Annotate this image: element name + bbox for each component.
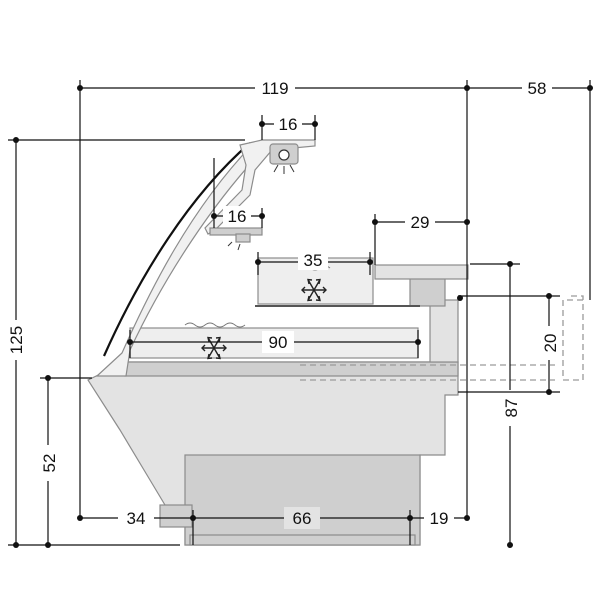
dim-dot: [507, 261, 513, 267]
dim-dot: [415, 339, 421, 345]
dim-dot: [407, 515, 413, 521]
lower-lamp-rays: [227, 241, 241, 251]
rear-counter: [429, 299, 459, 363]
dim-dot: [255, 259, 261, 265]
label-bg: [284, 507, 320, 529]
dim-dot: [77, 515, 83, 521]
cabinet-base: [184, 454, 421, 546]
cabinet-foot: [189, 534, 416, 546]
dim-dot: [464, 219, 470, 225]
label-bg: [539, 326, 561, 360]
dim-dot: [546, 389, 552, 395]
label-bg: [38, 445, 60, 481]
upper-shelf-width-label: 35: [304, 251, 323, 270]
dim-dot: [546, 293, 552, 299]
dim-dot: [259, 121, 265, 127]
dim-dot: [507, 542, 513, 548]
front-height-label: 52: [40, 454, 59, 473]
dim-dot: [464, 515, 470, 521]
glass-pane: [102, 142, 251, 357]
dim-dot: [211, 213, 217, 219]
label-bg: [223, 206, 251, 226]
base-width-label: 66: [293, 509, 312, 528]
dim-dot: [77, 85, 83, 91]
rear-overhang-label: 19: [430, 509, 449, 528]
dim-dot: [13, 542, 19, 548]
dim-dot: [259, 213, 265, 219]
lamp-rays: [273, 164, 295, 174]
top-lamp-width-label: 16: [279, 115, 298, 134]
dim-dot: [457, 295, 463, 301]
rear-drawer-outline: [562, 295, 584, 381]
label-bg: [500, 390, 522, 426]
rear-shelf-offset-label: 29: [411, 213, 430, 232]
label-bg: [298, 250, 328, 270]
label-bg: [118, 507, 154, 529]
dim-dot: [372, 219, 378, 225]
dim-dot: [45, 542, 51, 548]
overall-width-label: 119: [261, 79, 288, 98]
label-bg: [274, 113, 302, 133]
lamp-width-label: 16: [228, 207, 247, 226]
overall-height-label: 125: [7, 326, 26, 354]
rear-shelf-bracket: [409, 277, 446, 307]
airflow-mark: [184, 322, 246, 328]
lower-shelf-width-label: 90: [269, 333, 288, 352]
dim-dot: [13, 137, 19, 143]
dim-dot: [312, 121, 318, 127]
dim-dot: [367, 259, 373, 265]
lamp-icon: [278, 149, 290, 161]
front-overhang-label: 34: [127, 509, 146, 528]
snowflake-icon: [201, 336, 227, 360]
dim-dot: [45, 375, 51, 381]
counter-height-label: 87: [502, 399, 521, 418]
dim-dot: [190, 515, 196, 521]
lower-lamp-head: [235, 233, 251, 243]
label-bg: [522, 76, 552, 98]
label-bg: [262, 331, 294, 353]
rear-top-shelf: [374, 264, 469, 280]
dim-dot: [587, 85, 593, 91]
label-bg: [424, 507, 454, 529]
counter-top: [124, 361, 459, 377]
rear-extension-label: 58: [528, 79, 547, 98]
drawer-height-label: 20: [541, 334, 560, 353]
snowflake-icon: [301, 278, 327, 302]
label-bg: [255, 76, 295, 98]
dim-dot: [127, 339, 133, 345]
front-pipe: [159, 504, 193, 528]
label-bg: [405, 212, 435, 232]
label-bg: [4, 320, 28, 360]
